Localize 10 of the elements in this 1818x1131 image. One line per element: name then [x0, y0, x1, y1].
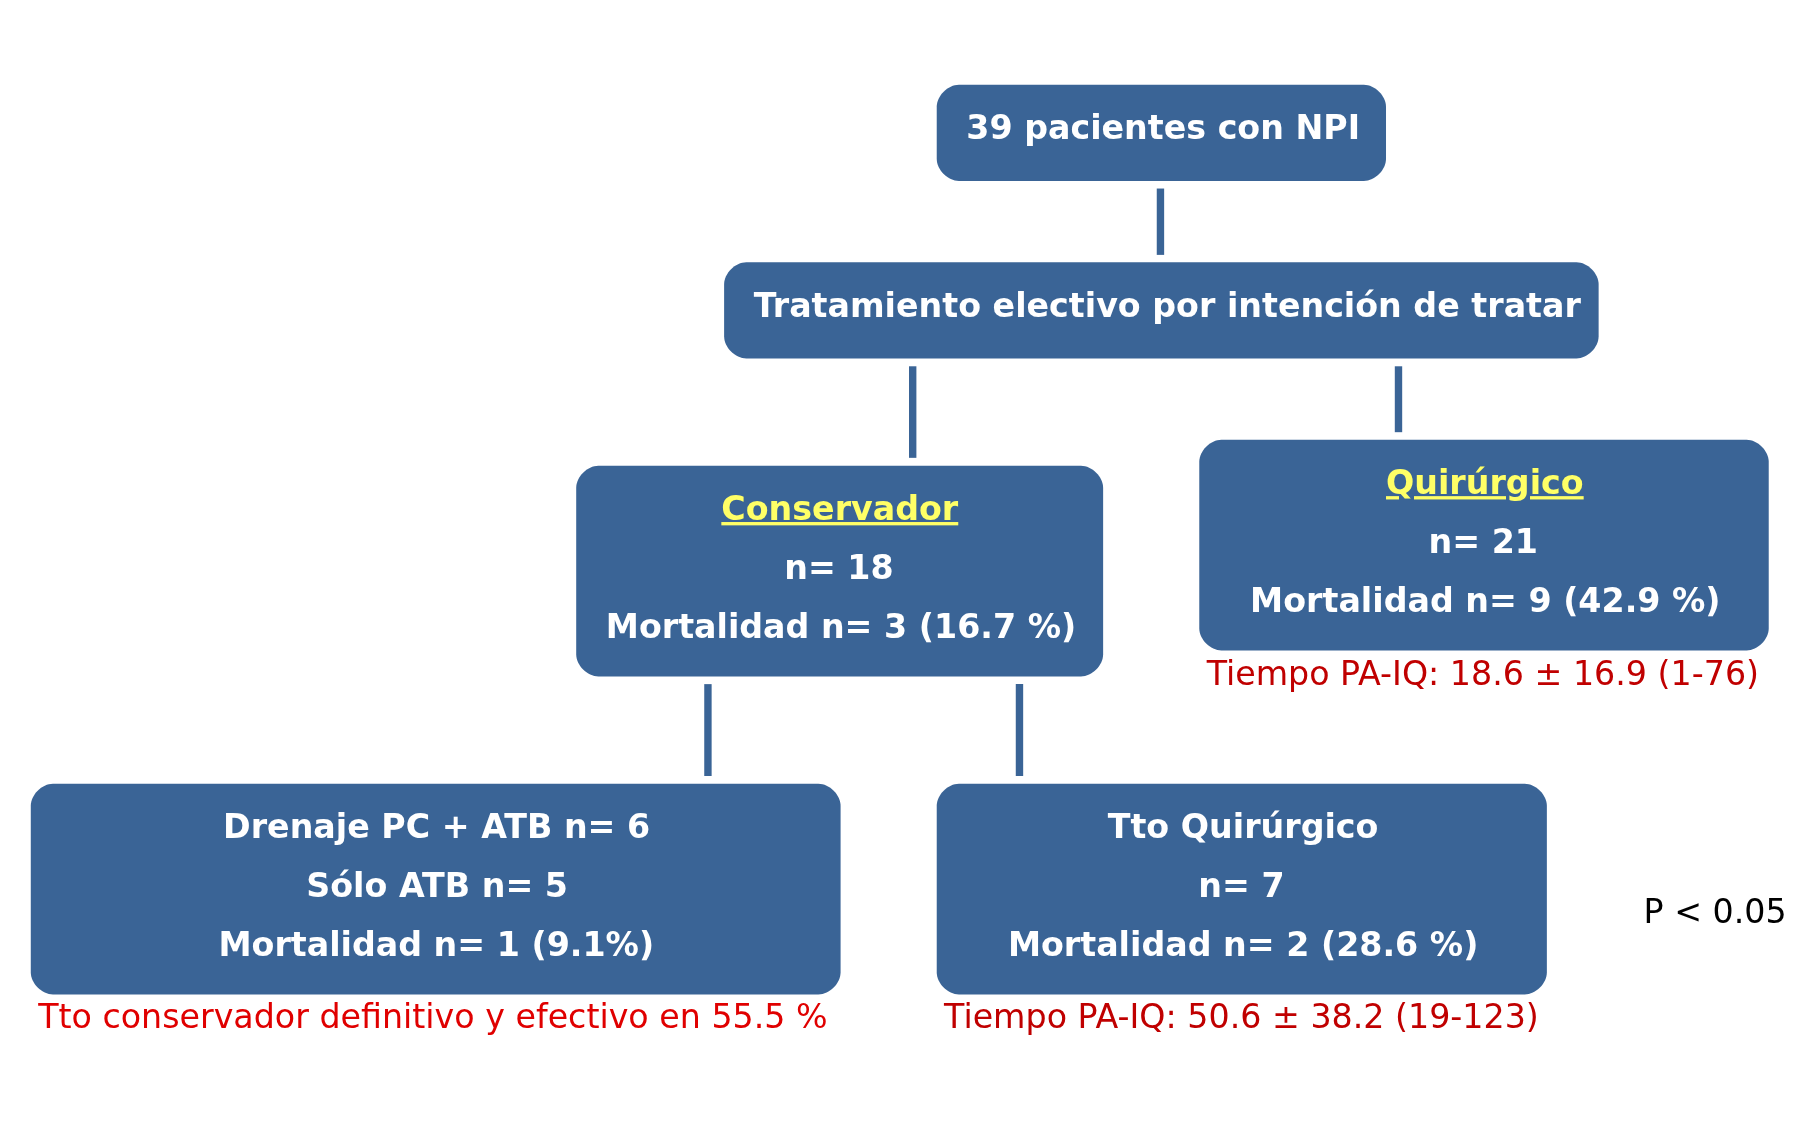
- node-box: Tratamiento electivo por intención de tratar: [724, 262, 1599, 359]
- node-label: Tiempo PA-IQ: 18.6 ± 16.9 (1-76): [1206, 653, 1760, 693]
- node-label: Tiempo PA-IQ: 50.6 ± 38.2 (19-123): [944, 997, 1539, 1037]
- node-box: Tto Quirúrgico n= 7 Mortalidad n= 2 (28.6 %): [936, 783, 1547, 995]
- node-label: Tto conservador definitivo y efectivo en 55.5 %: [38, 997, 828, 1037]
- node-box: Quirúrgico n= 21 Mortalidad n= 9 (42.9 %): [1199, 439, 1769, 651]
- node-box: 39 pacientes con NPI: [936, 84, 1386, 181]
- node-box: Conservador n= 18 Mortalidad n= 3 (16.7 %): [576, 465, 1104, 677]
- node-box: Drenaje PC + ATB n= 6 Sólo ATB n= 5 Mortalidad n= 1 (9.1%): [30, 783, 841, 995]
- label: P < 0.05: [1643, 892, 1787, 932]
